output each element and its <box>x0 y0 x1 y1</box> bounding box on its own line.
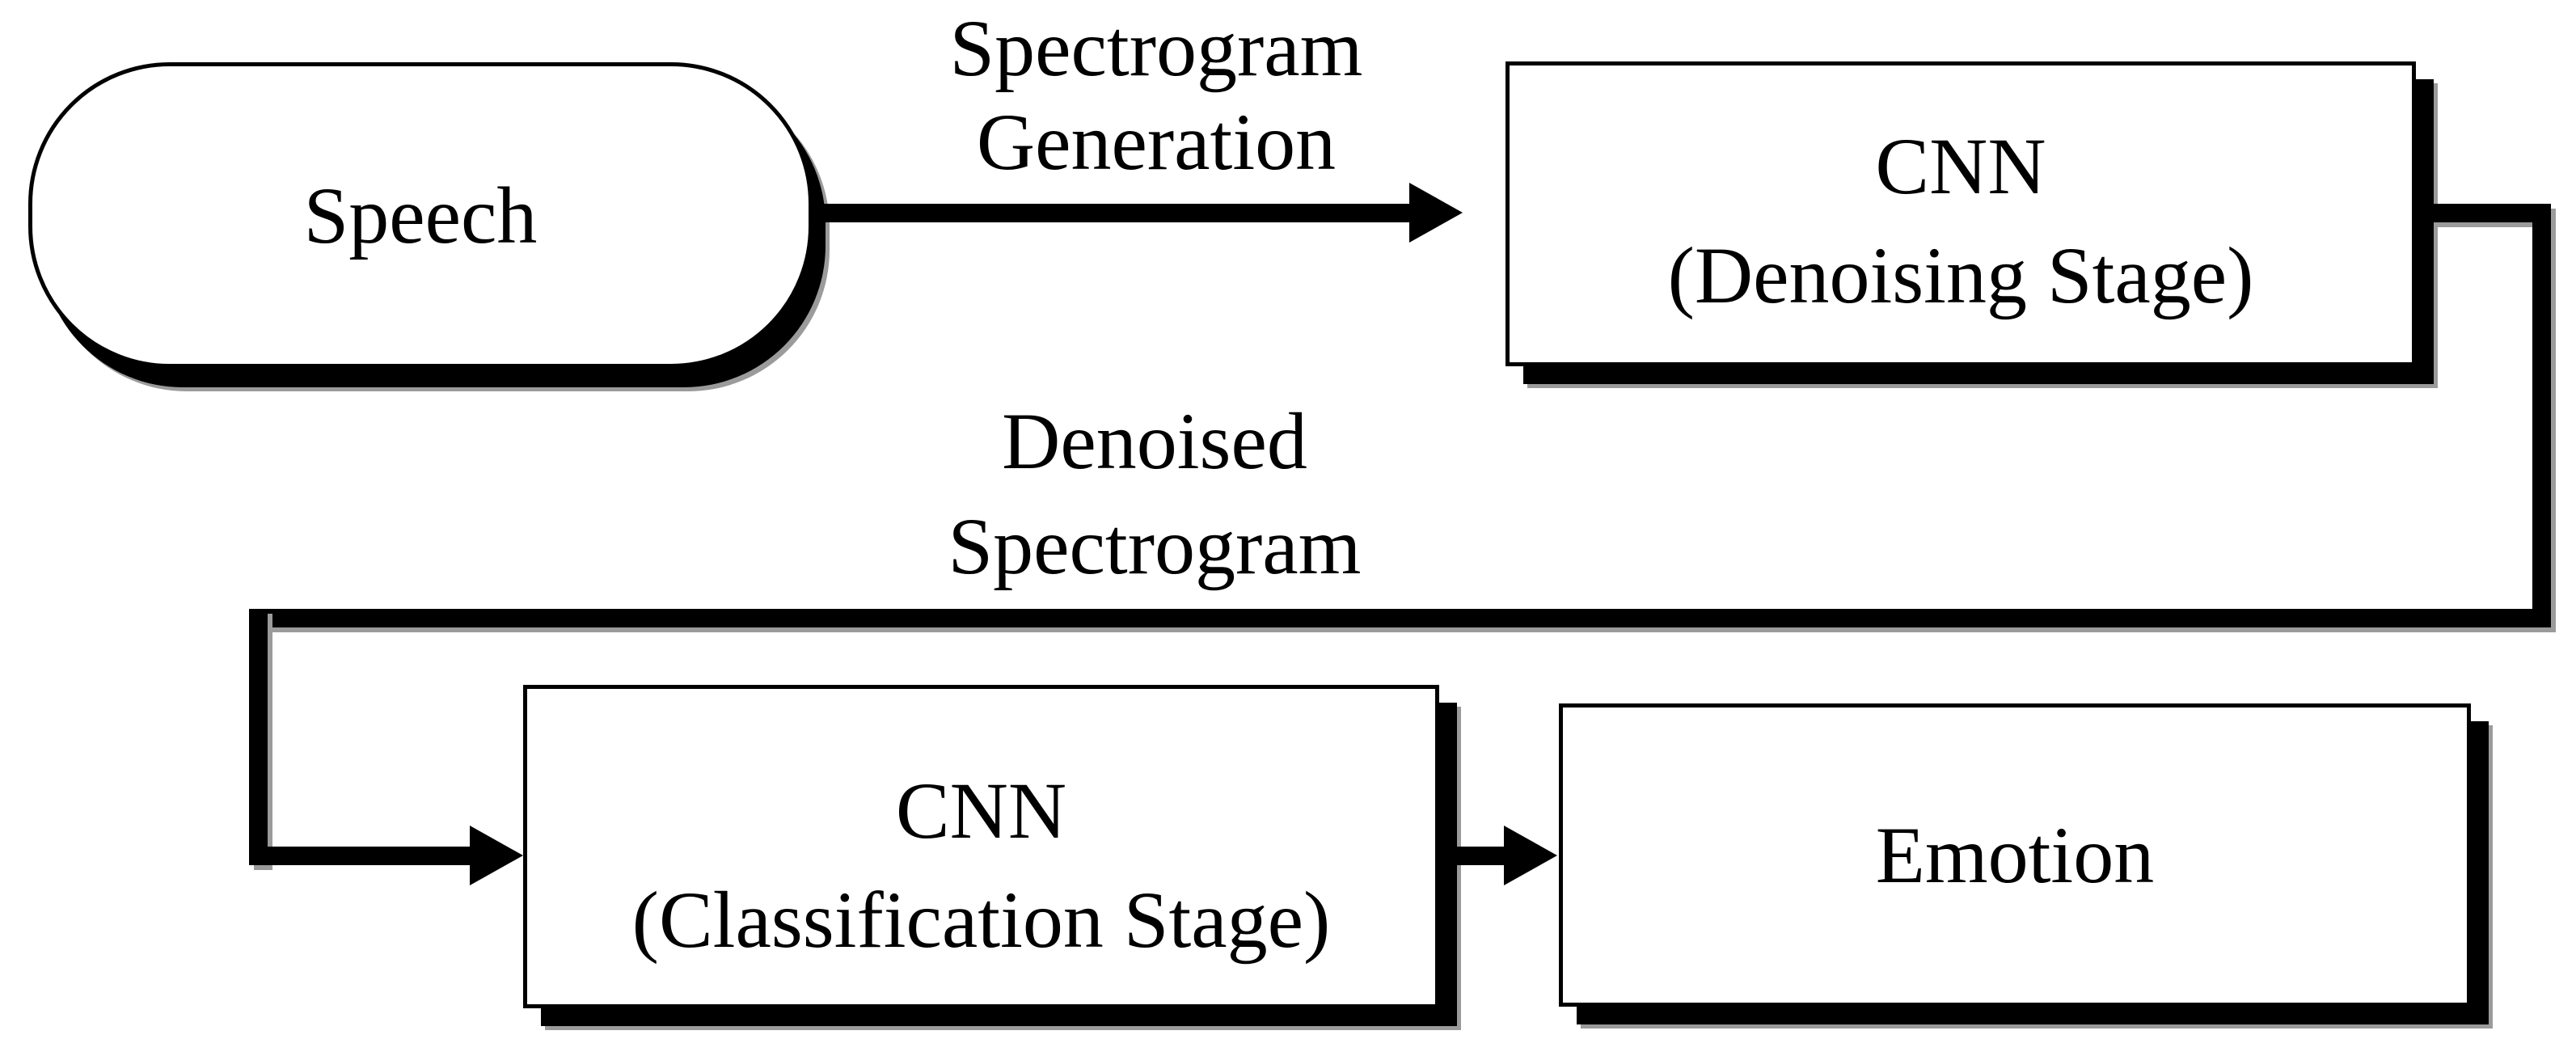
edge-label-line: Spectrogram <box>948 501 1362 591</box>
speech-node-label: Speech <box>303 170 538 260</box>
edge-label-line: Spectrogram <box>949 3 1363 93</box>
emotion-node-label: Emotion <box>1875 810 2155 900</box>
cnn-classification-node-subtitle: (Classification Stage) <box>631 874 1331 965</box>
cnn-classification-node-title: CNN <box>895 765 1067 855</box>
speech-node: Speech <box>28 62 813 368</box>
edge-denoising-to-classification-segment-right-vertical <box>2532 204 2551 627</box>
cnn-denoising-node-title: CNN <box>1875 120 2046 211</box>
edge-denoising-to-classification-segment-left-vertical <box>249 609 268 865</box>
cnn-classification-node: CNN (Classification Stage) <box>523 685 1439 1008</box>
arrow-speech-to-denoising-shaft <box>809 204 1412 222</box>
edge-denoising-to-classification-segment-entry <box>249 847 471 865</box>
edge-label-line: Generation <box>976 97 1337 187</box>
arrow-classification-to-emotion-arrowhead-icon <box>1504 826 1557 885</box>
edge-denoising-to-classification-segment-long-horizontal <box>249 609 2551 627</box>
edge-denoising-to-classification-segment-exit <box>2432 204 2551 222</box>
emotion-node: Emotion <box>1559 703 2471 1007</box>
edge-label-line: Denoised <box>1002 396 1307 486</box>
arrow-classification-to-emotion-shaft <box>1457 847 1505 865</box>
cnn-denoising-node: CNN (Denoising Stage) <box>1505 61 2416 366</box>
edge-label-spectrogram-generation: Spectrogram Generation <box>841 2 1472 189</box>
arrow-speech-to-denoising-arrowhead-icon <box>1409 183 1463 243</box>
cnn-denoising-node-subtitle: (Denoising Stage) <box>1667 230 2254 320</box>
edge-label-denoised-spectrogram: Denoised Spectrogram <box>831 389 1478 599</box>
arrow-denoising-to-classification-arrowhead-icon <box>470 826 523 885</box>
